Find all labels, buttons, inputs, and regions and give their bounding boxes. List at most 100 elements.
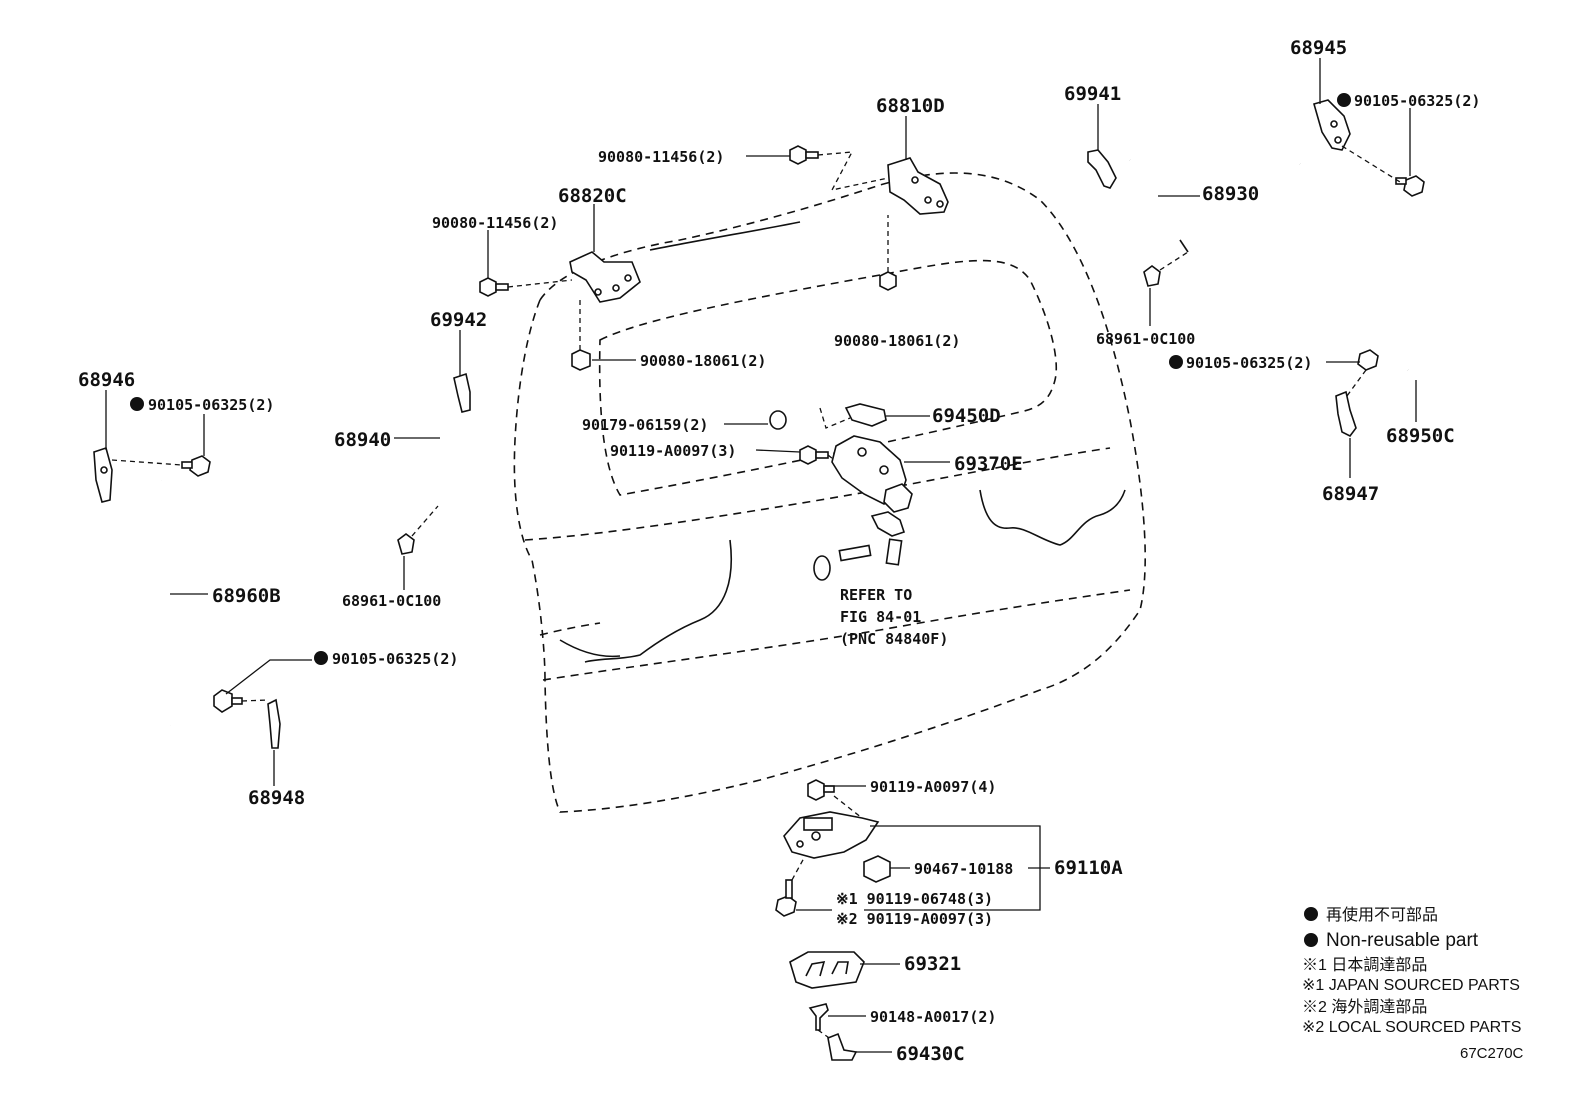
bolt-90105-06325-68950 [1357, 349, 1379, 371]
refer-line-2: FIG 84-01 [840, 608, 921, 626]
label-69430C: 69430C [896, 1043, 965, 1065]
legend: 再使用不可部品 Non-reusable part ※1 日本調達部品 ※1 J… [1302, 906, 1524, 1062]
label-68820C: 68820C [558, 185, 627, 207]
label-69370E: 69370E [954, 453, 1023, 475]
refer-line-1: REFER TO [840, 586, 912, 604]
dash-69110A-lower [791, 857, 805, 881]
switch-69450D [844, 403, 887, 427]
handle-69321 [789, 951, 865, 989]
nonreusable-dot-68946 [130, 397, 144, 411]
dash-lock-bolt [827, 454, 843, 467]
ball-joint-68961-right [1143, 265, 1161, 287]
refer-line-3: (PNC 84840F) [840, 630, 948, 648]
label-68940: 68940 [334, 429, 391, 451]
label-69942: 69942 [430, 309, 487, 331]
lock-69370E [831, 435, 913, 537]
label-68948-bolt: 90105-06325(2) [332, 650, 458, 668]
label-68950C: 68950C [1386, 425, 1455, 447]
nonreusable-dot-68948 [314, 651, 328, 665]
label-68961-left: 68961-0C100 [342, 592, 441, 610]
legend-nonreusable-en: Non-reusable part [1326, 930, 1479, 951]
bolt-90119-a0097-3 [799, 445, 829, 465]
legend-dot-jp [1304, 907, 1318, 921]
hinge-68820C [569, 251, 641, 303]
bracket-68946 [93, 446, 113, 503]
ball-joint-68961-left [397, 533, 415, 555]
hinge-68810D [887, 157, 949, 215]
bracket-69942 [453, 372, 471, 413]
nut-90080-18061-left [571, 349, 591, 371]
leader-lines [105, 58, 1417, 1053]
label-68946-bolt: 90105-06325(2) [148, 396, 274, 414]
back-door-outline [513, 172, 1147, 813]
dash-68946 [111, 459, 183, 466]
label-69941: 69941 [1064, 83, 1121, 105]
bolt-90080-11456-left [479, 277, 509, 297]
label-68960B: 68960B [212, 585, 281, 607]
screw-90148-a0017 [808, 1003, 829, 1031]
label-68946: 68946 [78, 369, 135, 391]
dash-68961-left [411, 505, 439, 537]
label-90080-11456-top: 90080-11456(2) [598, 148, 724, 166]
door-inner-panel-lines [559, 221, 1126, 663]
dash-69450D [819, 407, 851, 429]
label-68945-bolt: 90105-06325(2) [1354, 92, 1480, 110]
bolt-90119-a0097-4 [807, 779, 835, 801]
dash-bolt-top [817, 151, 889, 191]
dash-68950-bolt [1343, 369, 1367, 401]
bolt-90105-06325-68946 [181, 455, 211, 477]
bracket-68947 [1335, 390, 1357, 438]
bolt-90105-06325-68945 [1395, 175, 1425, 197]
label-90080-18061-left: 90080-18061(2) [640, 352, 766, 370]
label-90119-a0097-3: 90119-A0097(3) [610, 442, 736, 460]
bolt-90119-06748 [775, 879, 797, 917]
bolt-90080-11456-top [789, 145, 819, 165]
latch-69110A [783, 811, 880, 859]
label-90119-06748: ※1 90119-06748(3) [836, 890, 993, 908]
bolt-90105-06325-68948 [213, 689, 243, 713]
dash-bolt-left [507, 279, 573, 288]
label-68947: 68947 [1322, 483, 1379, 505]
dash-69110A-bolt [833, 795, 863, 819]
label-90179-06159: 90179-06159(2) [582, 416, 708, 434]
bracket-69430C [827, 1032, 858, 1061]
label-90467-10188: 90467-10188 [914, 860, 1013, 878]
label-68810D: 68810D [876, 95, 945, 117]
dash-69430C [817, 1029, 833, 1041]
legend-local-en: ※2 LOCAL SOURCED PARTS [1302, 1019, 1521, 1036]
dash-68961-right [1159, 251, 1189, 271]
label-69110A: 69110A [1054, 857, 1123, 879]
nonreusable-dot-68945 [1337, 93, 1351, 107]
bracket-68945 [1313, 99, 1351, 151]
nonreusable-dot-68950 [1169, 355, 1183, 369]
label-68945: 68945 [1290, 37, 1347, 59]
legend-dot-en [1304, 933, 1318, 947]
nut-90467-10188 [863, 855, 891, 883]
dash-68945 [1341, 145, 1401, 183]
label-69321: 69321 [904, 953, 961, 975]
legend-nonreusable-jp: 再使用不可部品 [1326, 906, 1438, 924]
label-90148-a0017: 90148-A0017(2) [870, 1008, 996, 1026]
cushion-90179-06159 [769, 410, 787, 430]
legend-local-jp: ※2 海外調達部品 [1302, 998, 1427, 1016]
nut-90080-18061-right [879, 271, 897, 291]
label-90080-18061-right: 90080-18061(2) [834, 332, 960, 350]
bracket-68948 [267, 698, 281, 749]
label-68950-bolt: 90105-06325(2) [1186, 354, 1312, 372]
damper-stay-68930 [1128, 159, 1189, 253]
label-68948: 68948 [248, 787, 305, 809]
label-68930: 68930 [1202, 183, 1259, 205]
dash-68948 [241, 699, 269, 702]
label-90119-a0097-3b: ※2 90119-A0097(3) [836, 910, 993, 928]
legend-japan-jp: ※1 日本調達部品 [1302, 956, 1427, 974]
label-68961-right: 68961-0C100 [1096, 330, 1195, 348]
bracket-69941 [1087, 149, 1117, 189]
label-69450D: 69450D [932, 405, 1001, 427]
figure-code: 67C270C [1460, 1045, 1524, 1062]
legend-japan-en: ※1 JAPAN SOURCED PARTS [1302, 977, 1520, 994]
label-90119-a0097-4: 90119-A0097(4) [870, 778, 996, 796]
label-90080-11456-left: 90080-11456(2) [432, 214, 558, 232]
damper-stay-68950C [1298, 163, 1410, 371]
damper-stay-68960B [160, 479, 172, 727]
